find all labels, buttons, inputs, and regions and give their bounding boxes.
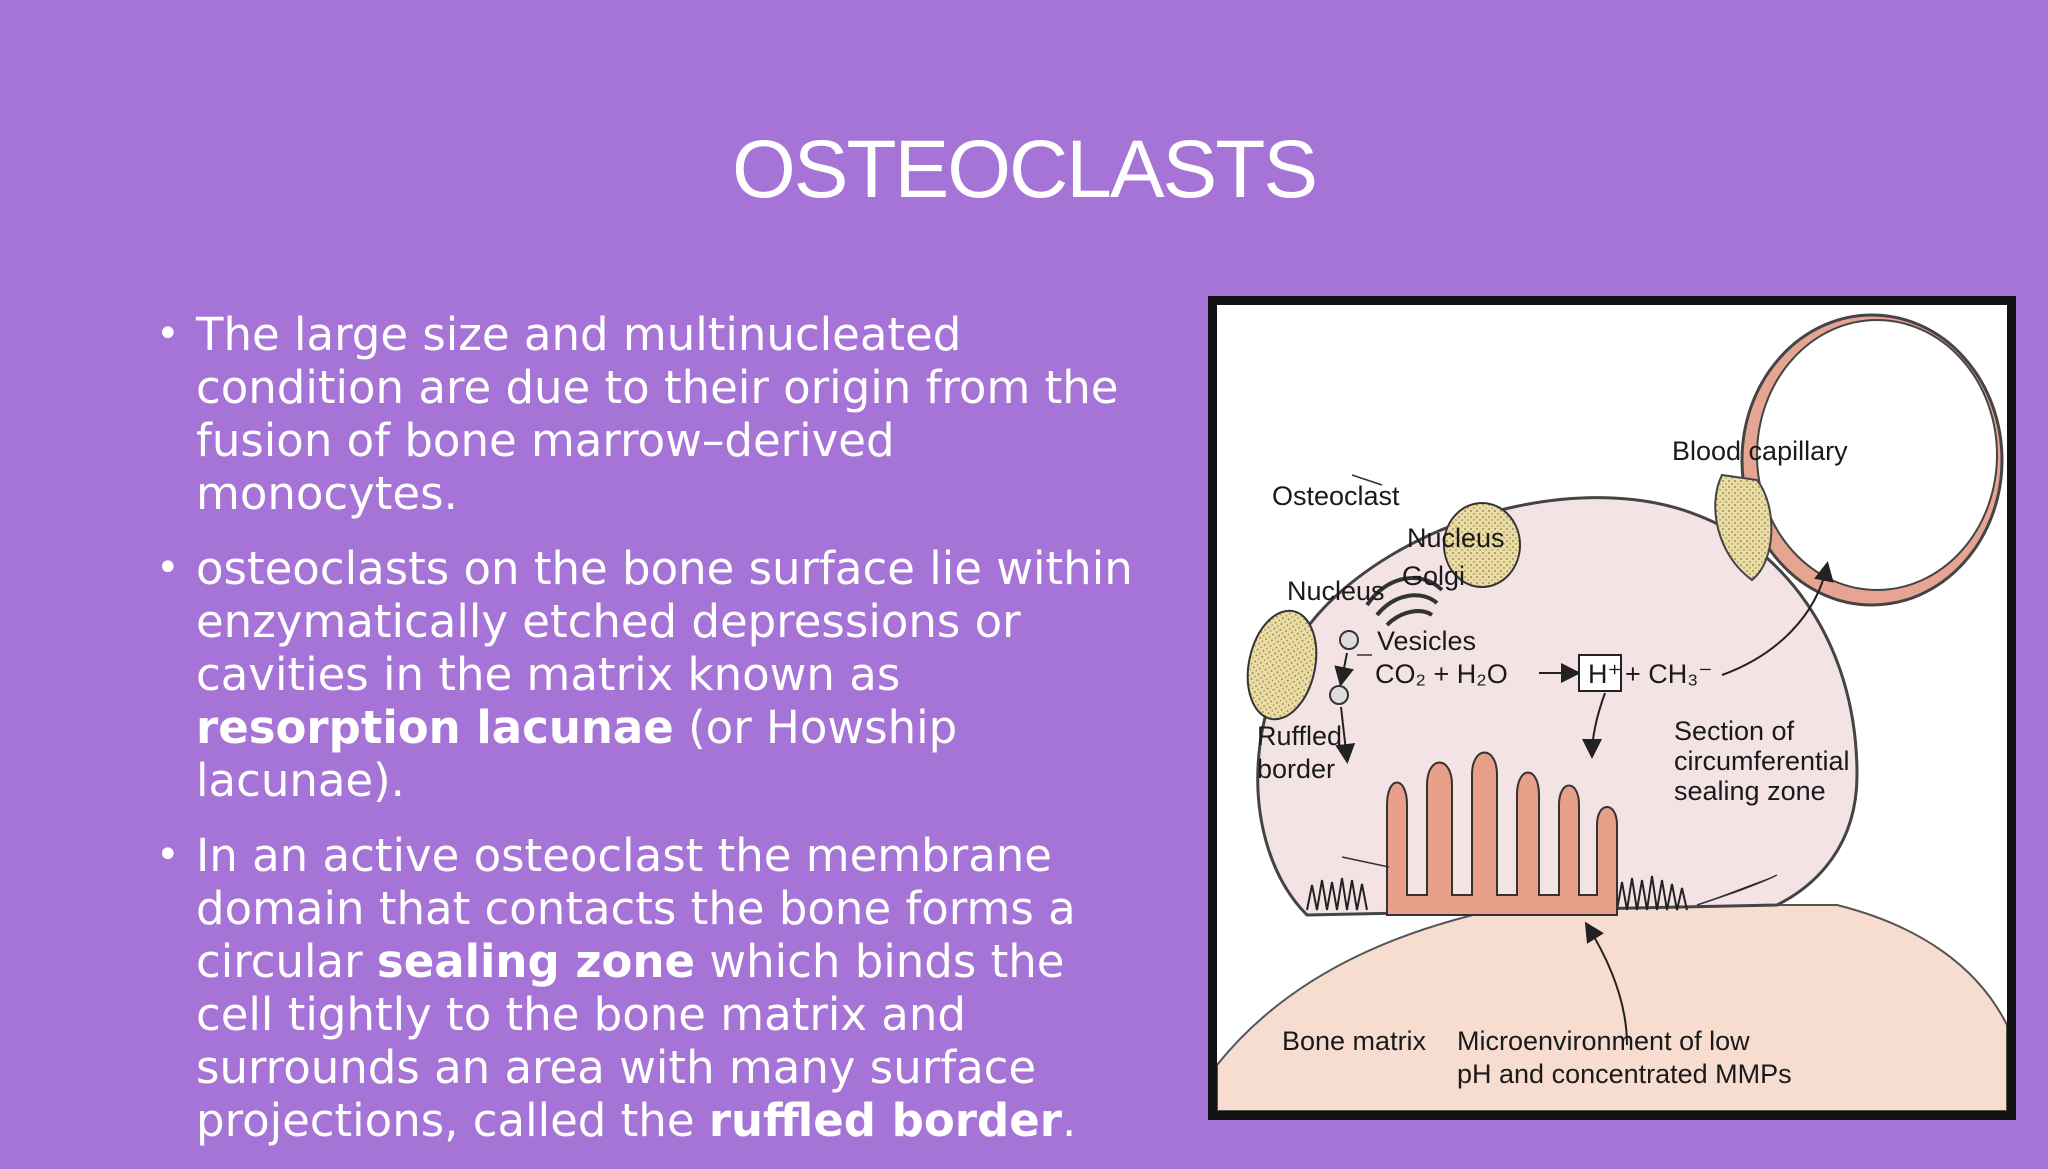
golgi-apparatus: [1365, 576, 1444, 607]
label-ruffled-1: Ruffled: [1257, 721, 1342, 751]
bullet-dot-icon: •: [156, 545, 180, 591]
nucleus-top: [1443, 502, 1521, 588]
label-bone-matrix: Bone matrix: [1282, 1026, 1427, 1056]
leader-line: [1341, 856, 1390, 868]
bullet-list: • The large size and multinucleated condi…: [150, 308, 1150, 1169]
label-h-plus: H⁺: [1588, 659, 1622, 689]
osteoclast-diagram: Osteoclast Nucleus Golgi Nucleus Vesicle…: [1217, 313, 2007, 1111]
micro-pointer-arrow: [1584, 921, 1628, 1046]
bullet-item: • The large size and multinucleated condi…: [150, 308, 1150, 520]
h-plus-box: [1578, 654, 1622, 692]
leader-line: [1696, 874, 1778, 906]
label-golgi: Golgi: [1402, 561, 1465, 591]
blood-capillary-lumen: [1756, 319, 1998, 591]
bullet-dot-icon: •: [156, 311, 180, 357]
golgi-arc: [1385, 609, 1434, 627]
label-section-1: Section of: [1674, 716, 1795, 746]
sealing-zone-right: [1616, 875, 1688, 911]
vesicle-arrow: [1335, 706, 1356, 764]
vesicle: [1339, 630, 1359, 650]
label-micro-1: Microenvironment of low: [1457, 1026, 1750, 1056]
sealing-zone-left: [1306, 877, 1368, 911]
golgi-arc: [1375, 593, 1439, 617]
bullet-text: In an active osteoclast the membrane dom…: [196, 829, 1077, 1147]
bullet-item: • In an active osteoclast the membrane do…: [150, 829, 1150, 1147]
label-ruffled-2: border: [1257, 754, 1335, 784]
label-vesicles: Vesicles: [1377, 626, 1476, 656]
h-plus-down-arrow: [1582, 692, 1606, 759]
bold-term: sealing zone: [376, 935, 696, 988]
bold-term: ruffled border: [708, 1094, 1062, 1147]
label-nucleus-left: Nucleus: [1287, 576, 1385, 606]
label-nucleus-top: Nucleus: [1407, 523, 1505, 553]
osteoclast-cell-body: [1256, 496, 1859, 917]
bullet-dot-icon: •: [156, 832, 180, 878]
osteoclast-diagram-frame: Osteoclast Nucleus Golgi Nucleus Vesicle…: [1208, 296, 2016, 1120]
label-reaction-left: CO₂ + H₂O: [1375, 659, 1508, 689]
vesicle-arrow: [1334, 652, 1354, 687]
slide-title: OSTEOCLASTS: [731, 124, 1318, 215]
label-section-2: circumferential: [1674, 746, 1850, 776]
bullet-item: • osteoclasts on the bone surface lie wi…: [150, 542, 1150, 807]
label-blood-capillary: Blood capillary: [1672, 436, 1848, 466]
label-osteoclast: Osteoclast: [1272, 481, 1400, 511]
label-micro-2: pH and concentrated MMPs: [1457, 1059, 1792, 1089]
label-section-3: sealing zone: [1674, 776, 1826, 806]
leader-line: [1351, 474, 1383, 486]
nucleus-left: [1246, 609, 1318, 721]
to-capillary-arrow: [1721, 561, 1834, 676]
vesicle: [1329, 685, 1349, 705]
label-reaction-right: + CH₃⁻: [1625, 659, 1713, 689]
bullet-text: The large size and multinucleated condit…: [196, 308, 1119, 520]
ruffled-border: [1386, 751, 1618, 916]
bullet-text: osteoclasts on the bone surface lie with…: [196, 542, 1133, 807]
bold-term: resorption lacunae: [196, 701, 674, 754]
capillary-cell: [1714, 473, 1773, 582]
